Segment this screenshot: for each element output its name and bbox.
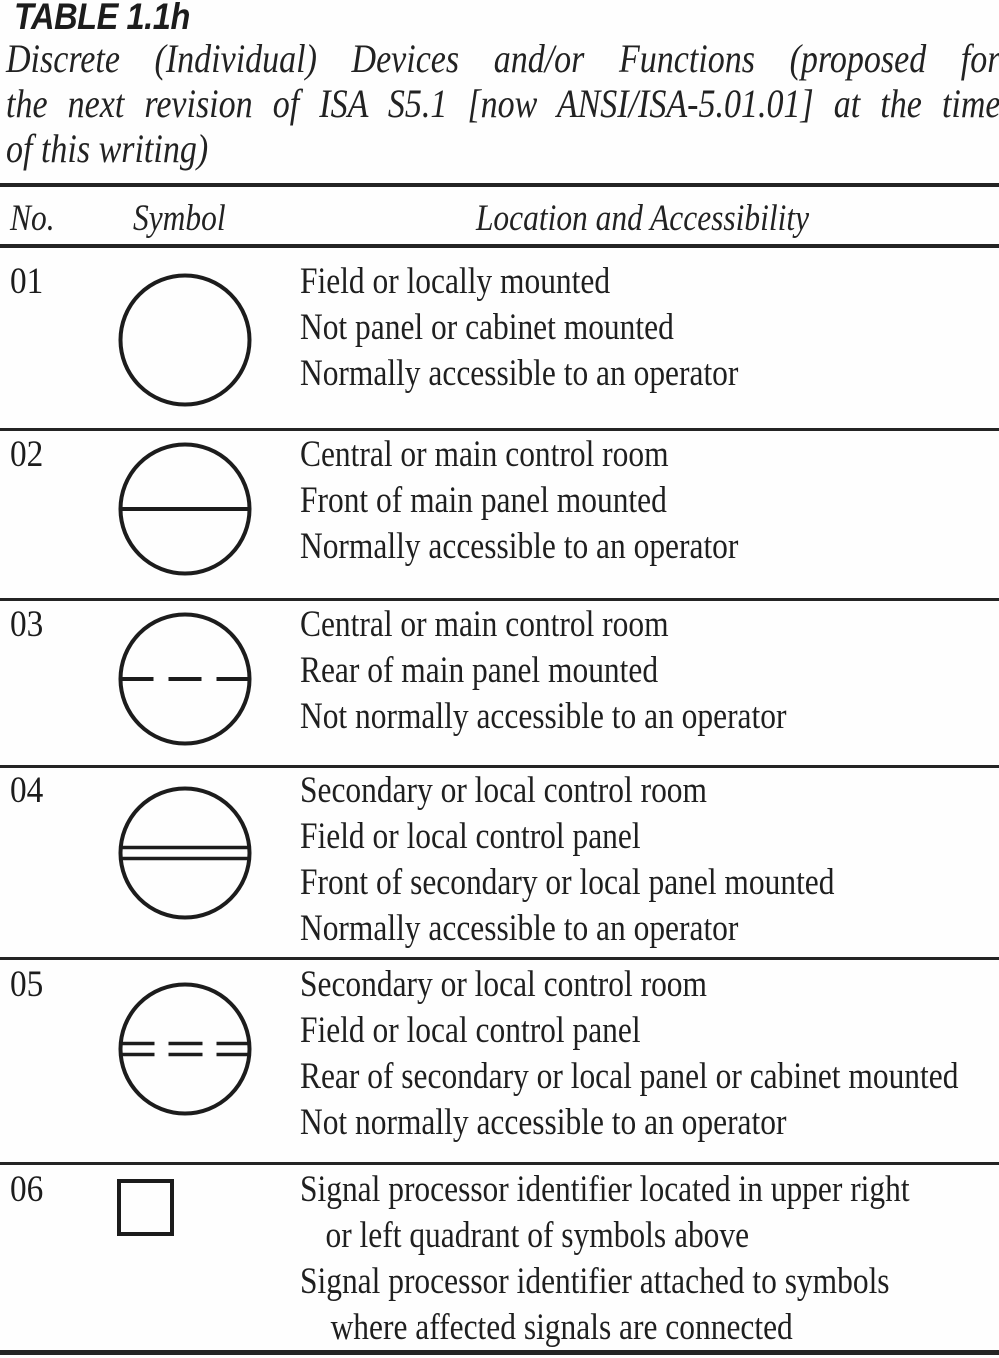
circle-single-dashed-line-symbol [115, 609, 255, 749]
row-divider-rule [0, 765, 999, 768]
row-divider-rule [0, 957, 999, 960]
column-header-no: No. [10, 198, 55, 239]
description-line: Field or local control panel [300, 816, 641, 857]
row-divider-rule [0, 598, 999, 601]
circle-double-solid-line-symbol [115, 783, 255, 923]
description-line: Rear of main panel mounted [300, 650, 659, 691]
table-row: 03 Central or main control room Rear of … [0, 601, 999, 765]
column-header-location: Location and Accessibility [475, 198, 810, 239]
circle-double-dashed-line-symbol [115, 979, 255, 1119]
description-line: Not normally accessible to an operator [300, 1102, 787, 1143]
caption-line: of this writing) [6, 126, 209, 171]
table-caption: Discrete (Individual) Devices and/or Fun… [6, 36, 999, 171]
row-number: 05 [10, 964, 44, 1005]
row-number: 02 [10, 434, 44, 475]
row-divider-rule [0, 428, 999, 431]
row-number: 04 [10, 770, 44, 811]
description-line: Field or local control panel [300, 1010, 641, 1051]
table-row: 05 Secondary or local control room Field… [0, 960, 999, 1162]
table-top-rule [0, 183, 999, 187]
location-description: Central or main control room Rear of mai… [300, 603, 999, 741]
location-description: Secondary or local control room Field or… [300, 963, 999, 1147]
table-row: 01 Field or locally mounted Not panel or… [0, 248, 999, 428]
table-row: 02 Central or main control room Front of… [0, 431, 999, 598]
location-description: Signal processor identifier located in u… [300, 1168, 999, 1352]
description-line: Normally accessible to an operator [300, 353, 739, 394]
description-line: Normally accessible to an operator [300, 526, 739, 567]
caption-line: the next revision of ISA S5.1 [now ANSI/… [6, 81, 999, 126]
row-number: 03 [10, 604, 44, 645]
location-description: Central or main control room Front of ma… [300, 433, 999, 571]
caption-line: Discrete (Individual) Devices and/or Fun… [6, 36, 999, 81]
location-description: Field or locally mounted Not panel or ca… [300, 260, 999, 398]
table-label: TABLE 1.1h [14, 0, 190, 37]
row-number: 06 [10, 1169, 44, 1210]
description-line: Signal processor identifier attached to … [300, 1261, 890, 1302]
description-line: Not panel or cabinet mounted [300, 307, 674, 348]
table-bottom-rule [0, 1350, 999, 1355]
description-line: Central or main control room [300, 604, 669, 645]
description-line: Front of main panel mounted [300, 480, 667, 521]
location-description: Secondary or local control room Field or… [300, 769, 999, 953]
description-line: Normally accessible to an operator [300, 908, 739, 949]
circle-single-solid-line-symbol [115, 439, 255, 579]
description-line: Front of secondary or local panel mounte… [300, 862, 835, 903]
description-line: Rear of secondary or local panel or cabi… [300, 1056, 959, 1097]
column-header-symbol: Symbol [133, 198, 226, 239]
row-number: 01 [10, 261, 44, 302]
description-line: Secondary or local control room [300, 770, 707, 811]
plain-circle-symbol [115, 270, 255, 410]
description-line: Secondary or local control room [300, 964, 707, 1005]
table-row: 04 Secondary or local control room Field… [0, 768, 999, 957]
square-symbol [117, 1179, 177, 1239]
description-line: Field or locally mounted [300, 261, 611, 302]
description-line: Signal processor identifier located in u… [300, 1169, 910, 1210]
description-line: or left quadrant of symbols above [325, 1215, 750, 1256]
description-line: Not normally accessible to an operator [300, 696, 787, 737]
header-bottom-rule [0, 244, 999, 248]
row-divider-rule [0, 1162, 999, 1165]
description-line: where affected signals are connected [330, 1307, 793, 1348]
table-row: 06 Signal processor identifier located i… [0, 1165, 999, 1350]
table-header-row: No. Symbol Location and Accessibility [0, 188, 999, 244]
description-line: Central or main control room [300, 434, 669, 475]
